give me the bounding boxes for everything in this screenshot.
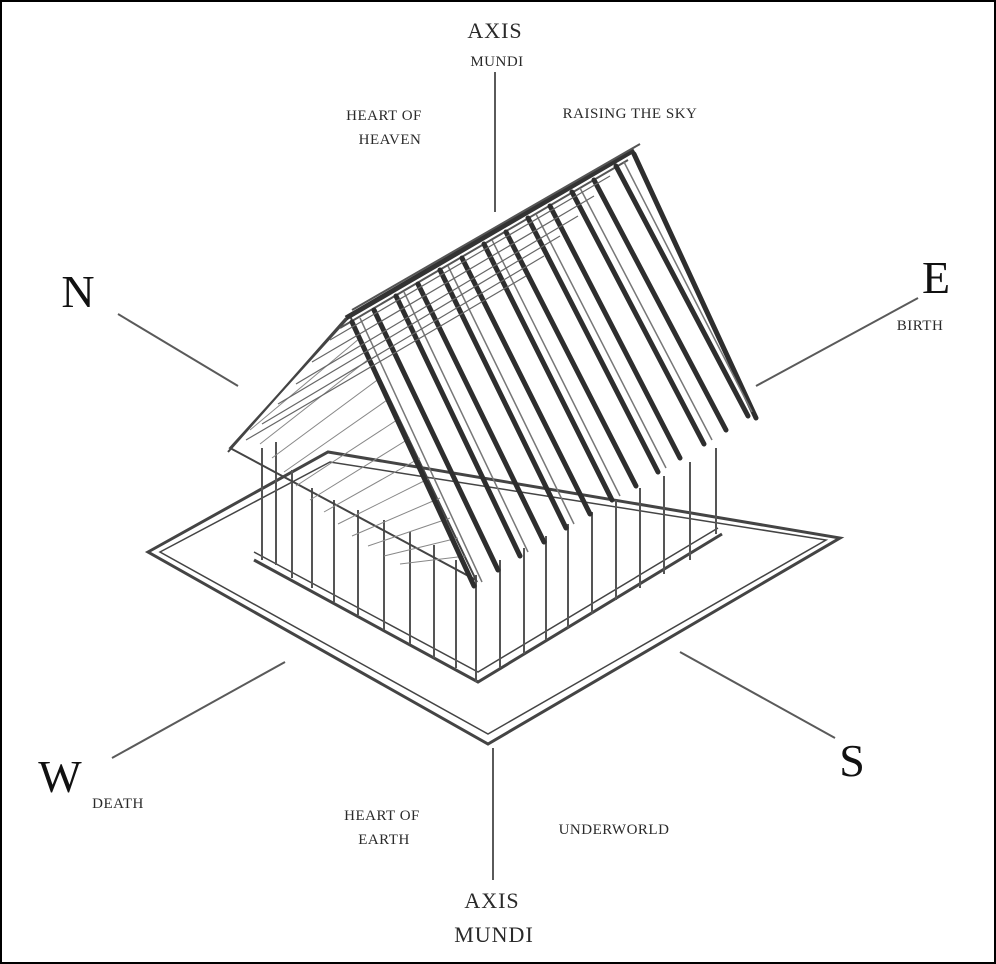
heart-of-heaven-label-line1: HEART OF (346, 108, 422, 124)
east-birth-label: BIRTH (897, 318, 944, 334)
roof-rafters (349, 151, 759, 589)
heart-of-earth-label-line1: HEART OF (344, 808, 420, 824)
roof-purlins (245, 175, 611, 441)
roof-ridge (344, 147, 636, 321)
house-posts (261, 442, 717, 682)
west-label: W (38, 751, 82, 802)
west-line (111, 661, 286, 759)
heart-of-earth-label-line2: EARTH (358, 832, 410, 848)
axis-mundi-top-label-line2: MUNDI (470, 54, 523, 70)
axis-mundi-bottom-label-line2: MUNDI (454, 922, 534, 947)
east-label: E (922, 252, 950, 303)
underworld-label: UNDERWORLD (559, 822, 670, 838)
south-line (679, 651, 836, 739)
axis-mundi-top-label-line1: AXIS (467, 18, 522, 43)
raising-the-sky-label: RAISING THE SKY (563, 106, 698, 122)
heart-of-heaven-label-line2: HEAVEN (359, 132, 422, 148)
north-line (117, 313, 239, 387)
east-line (755, 297, 919, 387)
west-death-label: DEATH (92, 796, 144, 812)
axis-mundi-bottom-label-line1: AXIS (464, 888, 519, 913)
ground-plane (144, 450, 845, 746)
south-label: S (839, 735, 865, 786)
north-label: N (61, 266, 94, 317)
